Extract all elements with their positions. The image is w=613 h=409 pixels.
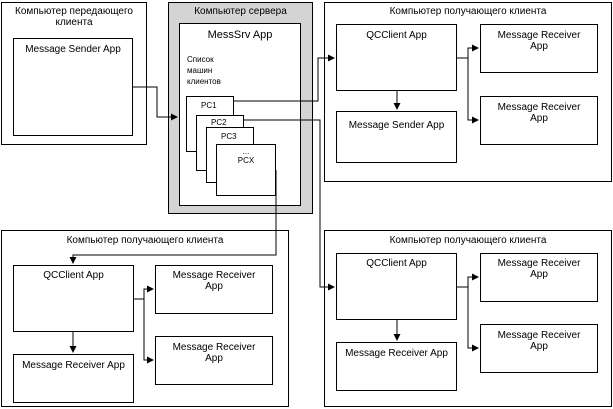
receiver-bottom-left-title: Компьютер получающего клиента (66, 235, 224, 246)
trr-receiver-1-label: Message Receiver App (497, 30, 581, 52)
bl-lower-receiver-box (13, 354, 134, 403)
client-pc-ellipsis: ... (242, 147, 250, 156)
client-pc-1-label: PC1 (201, 101, 217, 110)
bl-receiver-2-box (155, 336, 273, 385)
client-pc-2-label: PC2 (211, 118, 227, 127)
messsrv-app-label: MessSrv App (207, 29, 273, 41)
br-receiver-1-box (480, 253, 598, 302)
client-pc-x: ... PCX (216, 144, 276, 196)
br-lower-receiver-box (336, 342, 457, 391)
trr-receiver-1-box (480, 24, 598, 73)
br-receiver-1-label: Message Receiver App (497, 258, 581, 280)
trr-qcclient-label: QCClient App (366, 30, 427, 41)
bl-qcclient-label: QCClient App (43, 270, 104, 281)
br-receiver-2-box (480, 324, 598, 373)
br-qcclient-box (336, 253, 457, 320)
client-pc-x-label: PCX (237, 156, 255, 165)
client-pc-3-label: PC3 (221, 132, 237, 141)
trr-sender-app-box (336, 111, 457, 163)
trr-receiver-2-box (480, 96, 598, 145)
bl-receiver-1-label: Message Receiver App (172, 270, 256, 292)
client-list-label: Список машин клиентов (187, 55, 221, 86)
trr-qcclient-box (336, 24, 457, 91)
sender-app-box (13, 38, 133, 136)
br-lower-receiver-label: Message Receiver App (345, 348, 448, 359)
trr-receiver-2-label: Message Receiver App (497, 102, 581, 124)
receiver-top-right-title: Компьютер получающего клиента (389, 6, 547, 17)
server-computer-title: Компьютер сервера (194, 6, 287, 17)
receiver-bottom-right-title: Компьютер получающего клиента (389, 235, 547, 246)
bl-qcclient-box (13, 265, 134, 332)
sender-app-label: Message Sender App (25, 44, 121, 55)
br-receiver-2-label: Message Receiver App (497, 330, 581, 352)
bl-receiver-2-label: Message Receiver App (172, 342, 256, 364)
sender-computer-title: Компьютер передающего клиента (15, 6, 133, 28)
trr-sender-app-label: Message Sender App (348, 120, 445, 131)
bl-lower-receiver-label: Message Receiver App (22, 360, 125, 371)
br-qcclient-label: QCClient App (366, 258, 427, 269)
